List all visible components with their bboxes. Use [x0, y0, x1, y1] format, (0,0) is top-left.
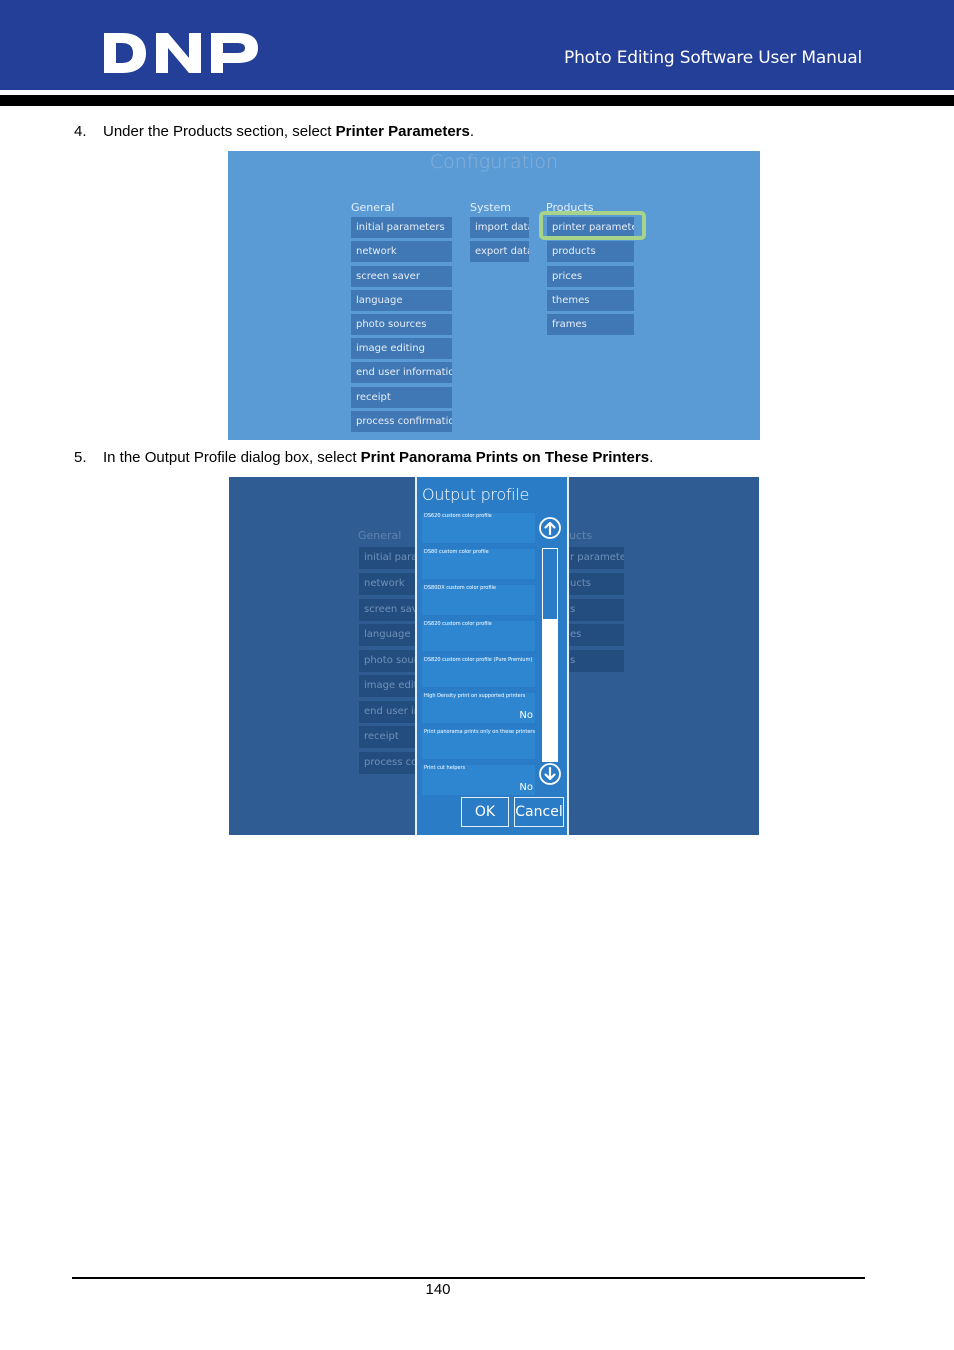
header-divider-thin	[0, 90, 954, 93]
step-bold: Printer Parameters	[335, 123, 470, 140]
document-title: Photo Editing Software User Manual	[564, 48, 862, 68]
products-heading: Products	[546, 201, 594, 214]
option-label: DS80 custom color profile	[424, 549, 489, 555]
configuration-screenshot: Configuration General System Products in…	[228, 151, 760, 440]
bg-tile: s	[565, 599, 624, 621]
option-print-cut-helpers[interactable]: Print cut helpers No	[422, 765, 535, 795]
scrollbar-thumb[interactable]	[543, 619, 557, 761]
scrollbar-track[interactable]	[542, 548, 558, 762]
option-ds620-profile[interactable]: DS620 custom color profile	[422, 513, 535, 543]
bg-products-heading: ucts	[569, 529, 593, 542]
scroll-up-icon[interactable]	[539, 517, 561, 539]
step-text: Under the Products section, select Print…	[103, 123, 475, 140]
system-heading: System	[470, 201, 512, 214]
output-profile-dialog: Output profile DS620 custom color profil…	[415, 477, 569, 835]
tile-products[interactable]: products	[547, 241, 634, 262]
tile-export-data[interactable]: export data	[470, 241, 529, 262]
option-ds80-profile[interactable]: DS80 custom color profile	[422, 549, 535, 579]
option-high-density[interactable]: High Density print on supported printers…	[422, 693, 535, 723]
option-ds820-profile[interactable]: DS820 custom color profile	[422, 621, 535, 651]
bg-tile: es	[565, 624, 624, 646]
tile-frames[interactable]: frames	[547, 314, 634, 335]
scroll-down-icon[interactable]	[539, 763, 561, 785]
printer-parameters-highlight	[539, 211, 646, 240]
option-label: High Density print on supported printers	[424, 693, 526, 699]
tile-prices[interactable]: prices	[547, 266, 634, 287]
bg-tile: screen saver	[359, 599, 419, 621]
ok-button[interactable]: OK	[461, 797, 509, 827]
tile-photo-sources[interactable]: photo sources	[351, 314, 452, 335]
tile-themes[interactable]: themes	[547, 290, 634, 311]
bg-tile: s	[565, 650, 624, 672]
bg-tile: network	[359, 573, 419, 595]
option-value: No	[519, 710, 533, 721]
bg-tile: image editing	[359, 675, 419, 697]
option-label: Print panorama prints only on these prin…	[424, 729, 536, 735]
header-divider-thick	[0, 95, 954, 106]
step-number: 4.	[74, 123, 87, 140]
dialog-title: Output profile	[422, 485, 530, 504]
option-ds80dx-profile[interactable]: DS80DX custom color profile	[422, 585, 535, 615]
tile-receipt[interactable]: receipt	[351, 387, 452, 408]
tile-screen-saver[interactable]: screen saver	[351, 266, 452, 287]
footer-divider	[72, 1277, 865, 1279]
step-text: In the Output Profile dialog box, select…	[103, 449, 654, 466]
option-label: DS80DX custom color profile	[424, 585, 496, 591]
general-heading: General	[351, 201, 395, 214]
option-label: DS820 custom color profile	[424, 621, 492, 627]
bg-tile: language	[359, 624, 419, 646]
tile-network[interactable]: network	[351, 241, 452, 262]
bg-general-heading: General	[358, 529, 402, 542]
tile-import-data[interactable]: import data	[470, 217, 529, 238]
option-print-panorama[interactable]: Print panorama prints only on these prin…	[422, 729, 535, 759]
bg-tile: ucts	[565, 573, 624, 595]
option-label: DS620 custom color profile	[424, 513, 492, 519]
bg-tile: end user info	[359, 701, 419, 723]
option-value: No	[519, 782, 533, 793]
page-number: 140	[425, 1281, 451, 1298]
output-profile-screenshot: General initial parame network screen sa…	[229, 477, 759, 835]
option-label: Print cut helpers	[424, 765, 466, 771]
step-bold: Print Panorama Prints on These Printers	[360, 449, 650, 466]
bg-tile: photo source	[359, 650, 419, 672]
configuration-title: Configuration	[429, 151, 559, 173]
page-header: Photo Editing Software User Manual	[0, 0, 954, 90]
bg-tile: initial parame	[359, 547, 419, 569]
tile-initial-parameters[interactable]: initial parameters	[351, 217, 452, 238]
option-label: DS820 custom color profile (Pure Premium…	[424, 657, 533, 663]
option-ds820-pure-premium-profile[interactable]: DS820 custom color profile (Pure Premium…	[422, 657, 535, 687]
bg-tile: r parameters	[565, 547, 624, 569]
tile-process-confirmation[interactable]: process confirmation	[351, 411, 452, 432]
tile-image-editing[interactable]: image editing	[351, 338, 452, 359]
tile-language[interactable]: language	[351, 290, 452, 311]
step-number: 5.	[74, 449, 87, 466]
cancel-button[interactable]: Cancel	[514, 797, 564, 827]
bg-tile: process confi	[359, 752, 419, 774]
tile-end-user-informations[interactable]: end user informations	[351, 362, 452, 383]
dnp-logo	[104, 33, 258, 73]
bg-tile: receipt	[359, 726, 419, 748]
tile-printer-parameters[interactable]: printer parameters	[547, 217, 634, 238]
